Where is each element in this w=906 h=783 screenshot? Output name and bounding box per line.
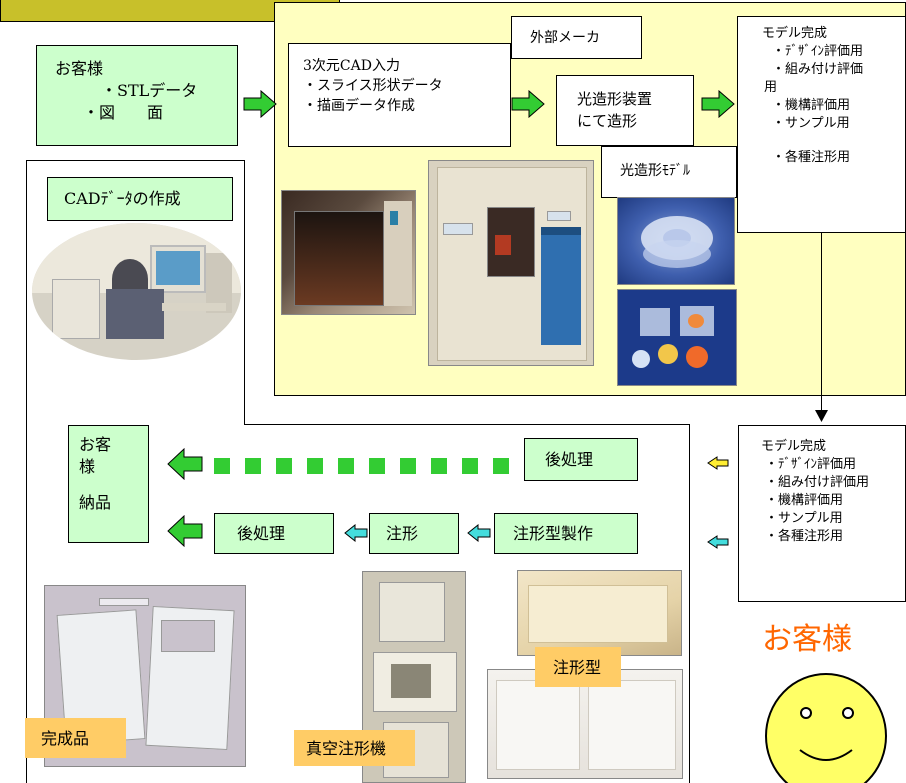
model-top-item: ・組み付け評価 [772, 62, 864, 77]
vacuum-machine-label: 真空注形機 [294, 730, 415, 766]
post-process-top-box: 後処理 [524, 438, 638, 481]
external-maker-label: 外部メーカ [511, 16, 642, 59]
drawing-label: ・図 面 [83, 103, 164, 122]
mold-photo-bottom [487, 669, 683, 779]
model-bottom-item: ・各種注形用 [765, 529, 844, 544]
delivery-line2: 様 [79, 457, 96, 476]
mold-label: 注形型 [535, 647, 621, 687]
model-bottom-item: ・ﾃﾞｻﾞｲﾝ評価用 [765, 457, 857, 472]
cad-operator-photo [32, 223, 241, 360]
arrow-left-small-icon [344, 524, 368, 542]
process-panel-divider [244, 424, 690, 425]
model-top-item: ・機構評価用 [772, 98, 851, 113]
model-top-item: 用 [764, 80, 778, 95]
process-panel-divider-v [244, 160, 245, 425]
arrow-right-icon [243, 90, 277, 118]
cad-data-label: CADﾃﾞｰﾀの作成 [47, 177, 233, 221]
arrow-left-small-icon [467, 524, 491, 542]
arrow-left-small-icon [707, 456, 729, 470]
delivery-line3: 納品 [79, 493, 112, 512]
cad-input-box: 3次元CAD入力 ・スライス形状データ ・描画データ作成 [288, 43, 511, 147]
model-top-item [764, 133, 905, 149]
device-line2: にて造形 [577, 112, 638, 130]
fan-models-photo [617, 289, 737, 386]
customer-face-label: お客様 [762, 622, 852, 657]
arrow-down-icon [815, 410, 828, 422]
model-bottom-item: ・サンプル用 [765, 511, 843, 526]
model-complete-bottom-title: モデル完成 [761, 439, 827, 454]
stereo-model-label: 光造形ﾓﾃﾞﾙ [601, 146, 737, 198]
slice-data-label: ・スライス形状データ [303, 78, 443, 94]
casting-box: 注形 [369, 513, 459, 554]
smiley-face-icon [765, 673, 887, 783]
model-bottom-item: ・組み付け評価用 [765, 475, 870, 490]
impeller-model-photo [617, 197, 735, 285]
mold-photo-top [517, 570, 682, 656]
arrow-right-icon [511, 90, 545, 118]
arrow-left-small-icon [707, 535, 729, 549]
finished-product-label: 完成品 [25, 718, 126, 758]
stl-data-label: ・STLデータ [101, 81, 198, 100]
model-bottom-item: ・機構評価用 [765, 493, 844, 508]
delivery-box: お客 様 納品 [68, 425, 149, 543]
cad-input-title: 3次元CAD入力 [303, 58, 400, 74]
arrow-left-icon [167, 515, 203, 547]
connector-line [821, 233, 822, 413]
drawing-data-label: ・描画データ作成 [303, 98, 415, 114]
mold-making-box: 注形型製作 [494, 513, 638, 554]
model-complete-top-title: モデル完成 [762, 26, 828, 41]
stereolithography-device-box: 光造形装置 にて造形 [556, 75, 694, 146]
model-top-item: ・各種注形用 [772, 150, 851, 165]
model-top-item: ・ﾃﾞｻﾞｲﾝ評価用 [772, 44, 864, 59]
device-line1: 光造形装置 [577, 90, 653, 108]
arrow-left-icon [167, 448, 203, 480]
dashed-connector [214, 458, 514, 474]
model-complete-bottom-box: モデル完成 ・ﾃﾞｻﾞｲﾝ評価用 ・組み付け評価用 ・機構評価用 ・サンプル用 … [738, 425, 906, 602]
arrow-right-icon [701, 90, 735, 118]
stereolithography-machine-photo [428, 160, 594, 366]
stereo-machine-interior-photo [281, 190, 416, 315]
post-process-bottom-box: 後処理 [214, 513, 334, 554]
customer-title: お客様 [55, 59, 104, 78]
model-complete-top-box: モデル完成 ・ﾃﾞｻﾞｲﾝ評価用 ・組み付け評価 用 ・機構評価用 ・サンプル用… [737, 16, 906, 233]
delivery-line1: お客 [79, 435, 112, 454]
customer-input-box: お客様 ・STLデータ ・図 面 [36, 45, 238, 146]
impeller-icon [641, 216, 713, 268]
model-top-item: ・サンプル用 [772, 116, 850, 131]
